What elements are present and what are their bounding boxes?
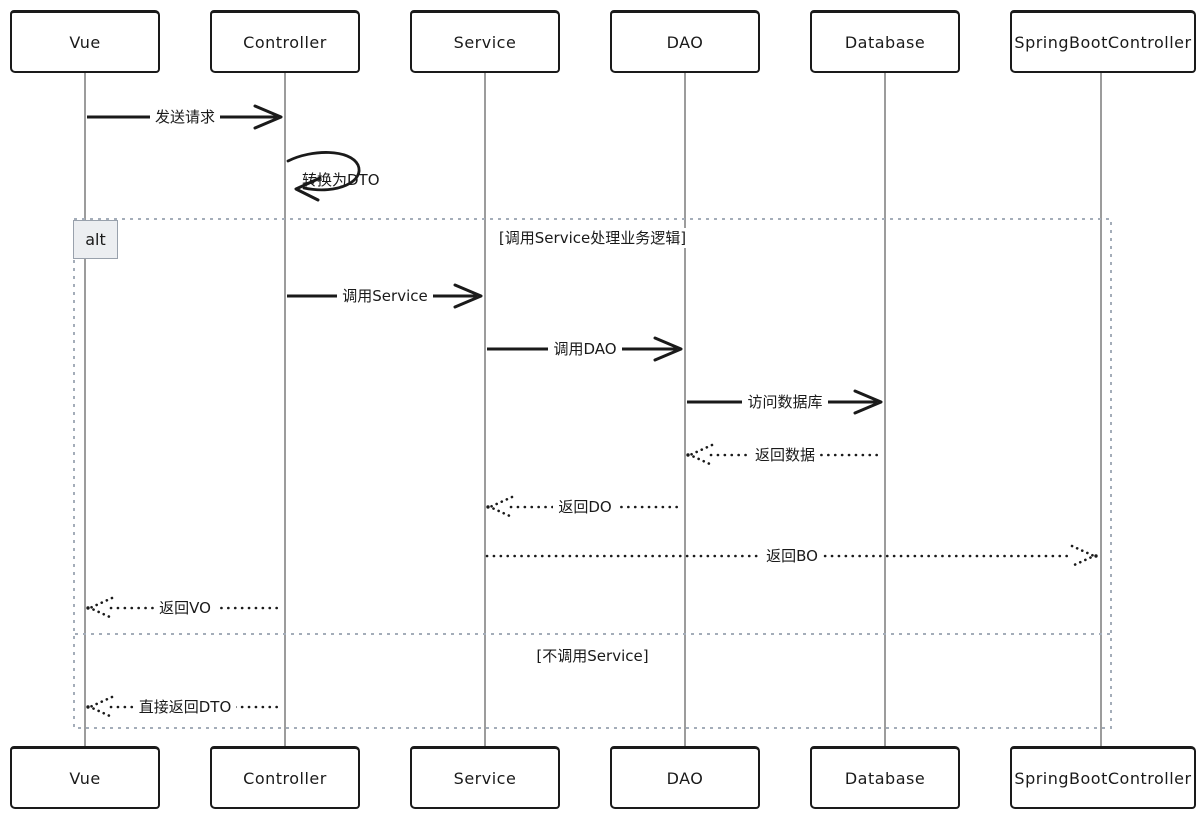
message-return-vo: 返回VO <box>85 593 285 623</box>
message-call-dao: 调用DAO <box>485 334 685 364</box>
message-label: 调用Service <box>337 285 433 307</box>
message-label: 调用DAO <box>548 338 622 360</box>
alt-condition-2: [不调用Service] <box>532 646 653 666</box>
actor-controller-top: Controller <box>210 10 360 73</box>
lifeline-vue <box>84 72 86 748</box>
lifeline-springbootcontroller <box>1100 72 1102 748</box>
lifeline-controller <box>284 72 286 748</box>
lifeline-database <box>884 72 886 748</box>
alt-frame-border <box>73 218 1112 729</box>
actor-vue-top: Vue <box>10 10 160 73</box>
dotted-arrow-left-icon <box>86 596 285 620</box>
message-access-database: 访问数据库 <box>685 387 885 417</box>
message-label: 返回VO <box>154 597 216 619</box>
actor-dao-bottom: DAO <box>610 746 760 809</box>
actor-service-top: Service <box>410 10 560 73</box>
message-label: 返回数据 <box>749 444 820 466</box>
actor-springbootcontroller-top: SpringBootController <box>1010 10 1196 73</box>
actor-dao-top: DAO <box>610 10 760 73</box>
dotted-arrow-left-icon <box>686 443 885 467</box>
message-label: 转换为DTO <box>302 171 380 189</box>
message-convert-to-dto <box>286 147 372 207</box>
message-return-data: 返回数据 <box>685 440 885 470</box>
message-label: 返回DO <box>553 496 617 518</box>
actor-vue-bottom: Vue <box>10 746 160 809</box>
lifeline-service <box>484 72 486 748</box>
message-send-request: 发送请求 <box>85 102 285 132</box>
message-return-do: 返回DO <box>485 492 685 522</box>
actor-database-bottom: Database <box>810 746 960 809</box>
dotted-arrow-left-icon <box>486 495 685 519</box>
message-call-service: 调用Service <box>285 281 485 311</box>
actor-springbootcontroller-bottom: SpringBootController <box>1010 746 1196 809</box>
message-return-bo: 返回BO <box>485 541 1099 571</box>
alt-frame: alt [调用Service处理业务逻辑] [不调用Service] <box>73 218 1112 729</box>
message-label: 直接返回DTO <box>133 696 237 718</box>
message-direct-return-dto: 直接返回DTO <box>85 692 285 722</box>
lifeline-dao <box>684 72 686 748</box>
alt-condition-1: [调用Service处理业务逻辑] <box>494 228 691 248</box>
message-label: 发送请求 <box>149 106 220 128</box>
dotted-arrow-right-icon <box>485 544 1098 568</box>
self-loop-arrow-icon <box>286 151 361 202</box>
message-label: 访问数据库 <box>742 391 828 413</box>
actor-controller-bottom: Controller <box>210 746 360 809</box>
actor-service-bottom: Service <box>410 746 560 809</box>
actor-database-top: Database <box>810 10 960 73</box>
message-label: 返回BO <box>761 545 823 567</box>
alt-operator-label: alt <box>73 220 118 259</box>
